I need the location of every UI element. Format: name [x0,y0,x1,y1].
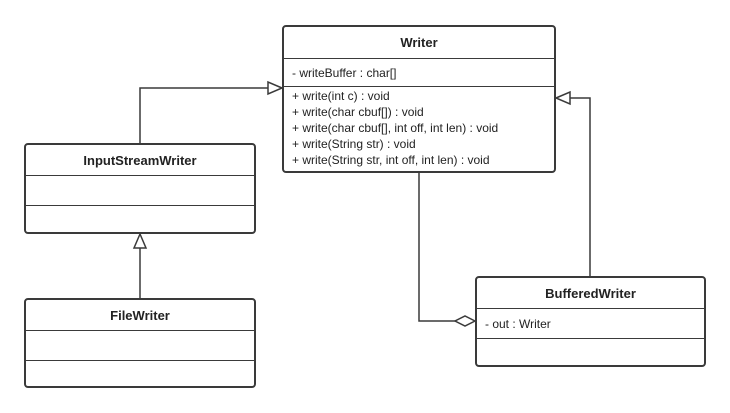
methods-section [26,206,254,232]
attributes-section [26,331,254,361]
class-writer: Writer - writeBuffer : char[] + write(in… [282,25,556,173]
generalization-arrowhead [132,232,148,249]
edge-inputstreamwriter-writer [139,87,268,143]
edge-bufferedwriter-writer-generalization [570,97,591,276]
method: + write(String str) : void [292,137,416,151]
class-buffered-writer: BufferedWriter - out : Writer [475,276,706,367]
attributes-section [26,176,254,206]
attribute: - writeBuffer : char[] [292,66,397,80]
attributes-section: - writeBuffer : char[] [284,59,554,87]
attribute: - out : Writer [485,317,551,331]
class-name: FileWriter [26,300,254,331]
class-name: InputStreamWriter [26,145,254,176]
methods-section [26,361,254,386]
class-name: BufferedWriter [477,278,704,309]
attributes-section: - out : Writer [477,309,704,339]
methods-section [477,339,704,365]
class-input-stream-writer: InputStreamWriter [24,143,256,234]
generalization-arrowhead [267,80,284,96]
method: + write(char cbuf[]) : void [292,105,424,119]
class-name: Writer [284,27,554,59]
class-file-writer: FileWriter [24,298,256,388]
edge-bufferedwriter-writer-aggregation [418,172,456,322]
method: + write(char cbuf[], int off, int len) :… [292,121,499,135]
method: + write(String str, int off, int len) : … [292,153,490,167]
method: + write(int c) : void [292,89,390,103]
generalization-arrowhead [554,90,571,106]
aggregation-diamond [453,315,477,327]
methods-section: + write(int c) : void + write(char cbuf[… [284,87,554,168]
